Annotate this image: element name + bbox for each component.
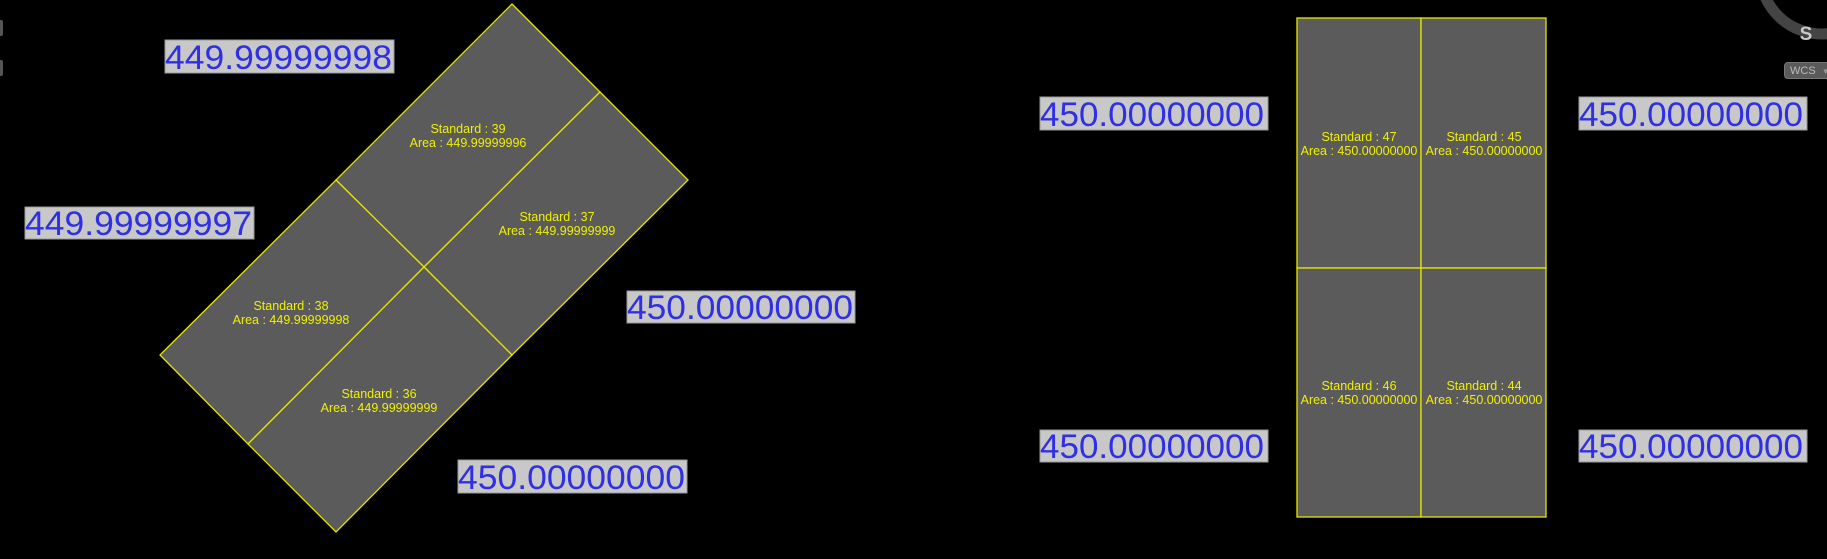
tile-area-label: Area : 449.99999999 bbox=[499, 224, 616, 238]
dimension-label[interactable]: 450.00000000 bbox=[626, 289, 856, 327]
tile-46[interactable] bbox=[1296, 267, 1422, 518]
dimension-value: 450.00000000 bbox=[1579, 96, 1803, 134]
compass-south-label[interactable]: S bbox=[1800, 24, 1813, 45]
dimension-value: 450.00000000 bbox=[1040, 428, 1264, 466]
tile-standard-label: Standard : 44 bbox=[1446, 379, 1521, 393]
left-tile-group: Standard : 39 Area : 449.99999996 Standa… bbox=[24, 3, 856, 533]
tile-standard-label: Standard : 46 bbox=[1321, 379, 1396, 393]
tile-standard-label: Standard : 39 bbox=[430, 122, 505, 136]
right-tile-group: Standard : 47 Area : 450.00000000 Standa… bbox=[1039, 17, 1808, 518]
tile-36[interactable] bbox=[247, 266, 513, 533]
dimension-label[interactable]: 450.00000000 bbox=[1578, 96, 1808, 134]
tile-standard-label: Standard : 36 bbox=[341, 387, 416, 401]
dimension-label[interactable]: 450.00000000 bbox=[457, 459, 688, 497]
tile-area-label: Area : 449.99999998 bbox=[233, 313, 350, 327]
tile-44[interactable] bbox=[1420, 267, 1547, 518]
tile-area-label: Area : 449.99999999 bbox=[321, 401, 438, 415]
dimension-label[interactable]: 449.99999998 bbox=[164, 39, 395, 77]
tile-area-label: Area : 450.00000000 bbox=[1301, 144, 1418, 158]
tile-standard-label: Standard : 37 bbox=[519, 210, 594, 224]
dimension-label[interactable]: 449.99999997 bbox=[24, 205, 255, 243]
dimension-value: 449.99999997 bbox=[25, 205, 252, 243]
tile-area-label: Area : 450.00000000 bbox=[1426, 144, 1543, 158]
tile-area-label: Area : 449.99999996 bbox=[410, 136, 527, 150]
dimension-label[interactable]: 450.00000000 bbox=[1578, 428, 1808, 466]
coordinate-system-dropdown[interactable]: WCS ▼ bbox=[1784, 62, 1827, 79]
dimension-label[interactable]: 450.00000000 bbox=[1039, 96, 1269, 134]
tile-45[interactable] bbox=[1420, 17, 1547, 269]
triangle-down-icon: ▼ bbox=[1821, 67, 1827, 76]
tile-standard-label: Standard : 38 bbox=[253, 299, 328, 313]
left-edge-handle[interactable] bbox=[0, 60, 3, 76]
viewcube-compass-ring[interactable] bbox=[1760, 0, 1827, 40]
coordinate-system-label: WCS bbox=[1790, 65, 1816, 77]
dimension-value: 449.99999998 bbox=[165, 39, 392, 77]
tile-area-label: Area : 450.00000000 bbox=[1301, 393, 1418, 407]
dimension-value: 450.00000000 bbox=[1040, 96, 1264, 134]
tile-area-label: Area : 450.00000000 bbox=[1426, 393, 1543, 407]
tile-standard-label: Standard : 45 bbox=[1446, 130, 1521, 144]
tile-standard-label: Standard : 47 bbox=[1321, 130, 1396, 144]
dimension-value: 450.00000000 bbox=[458, 459, 685, 497]
dimension-value: 450.00000000 bbox=[1579, 428, 1803, 466]
dimension-value: 450.00000000 bbox=[627, 289, 853, 327]
left-edge-handle[interactable] bbox=[0, 20, 3, 36]
dimension-label[interactable]: 450.00000000 bbox=[1039, 428, 1269, 466]
